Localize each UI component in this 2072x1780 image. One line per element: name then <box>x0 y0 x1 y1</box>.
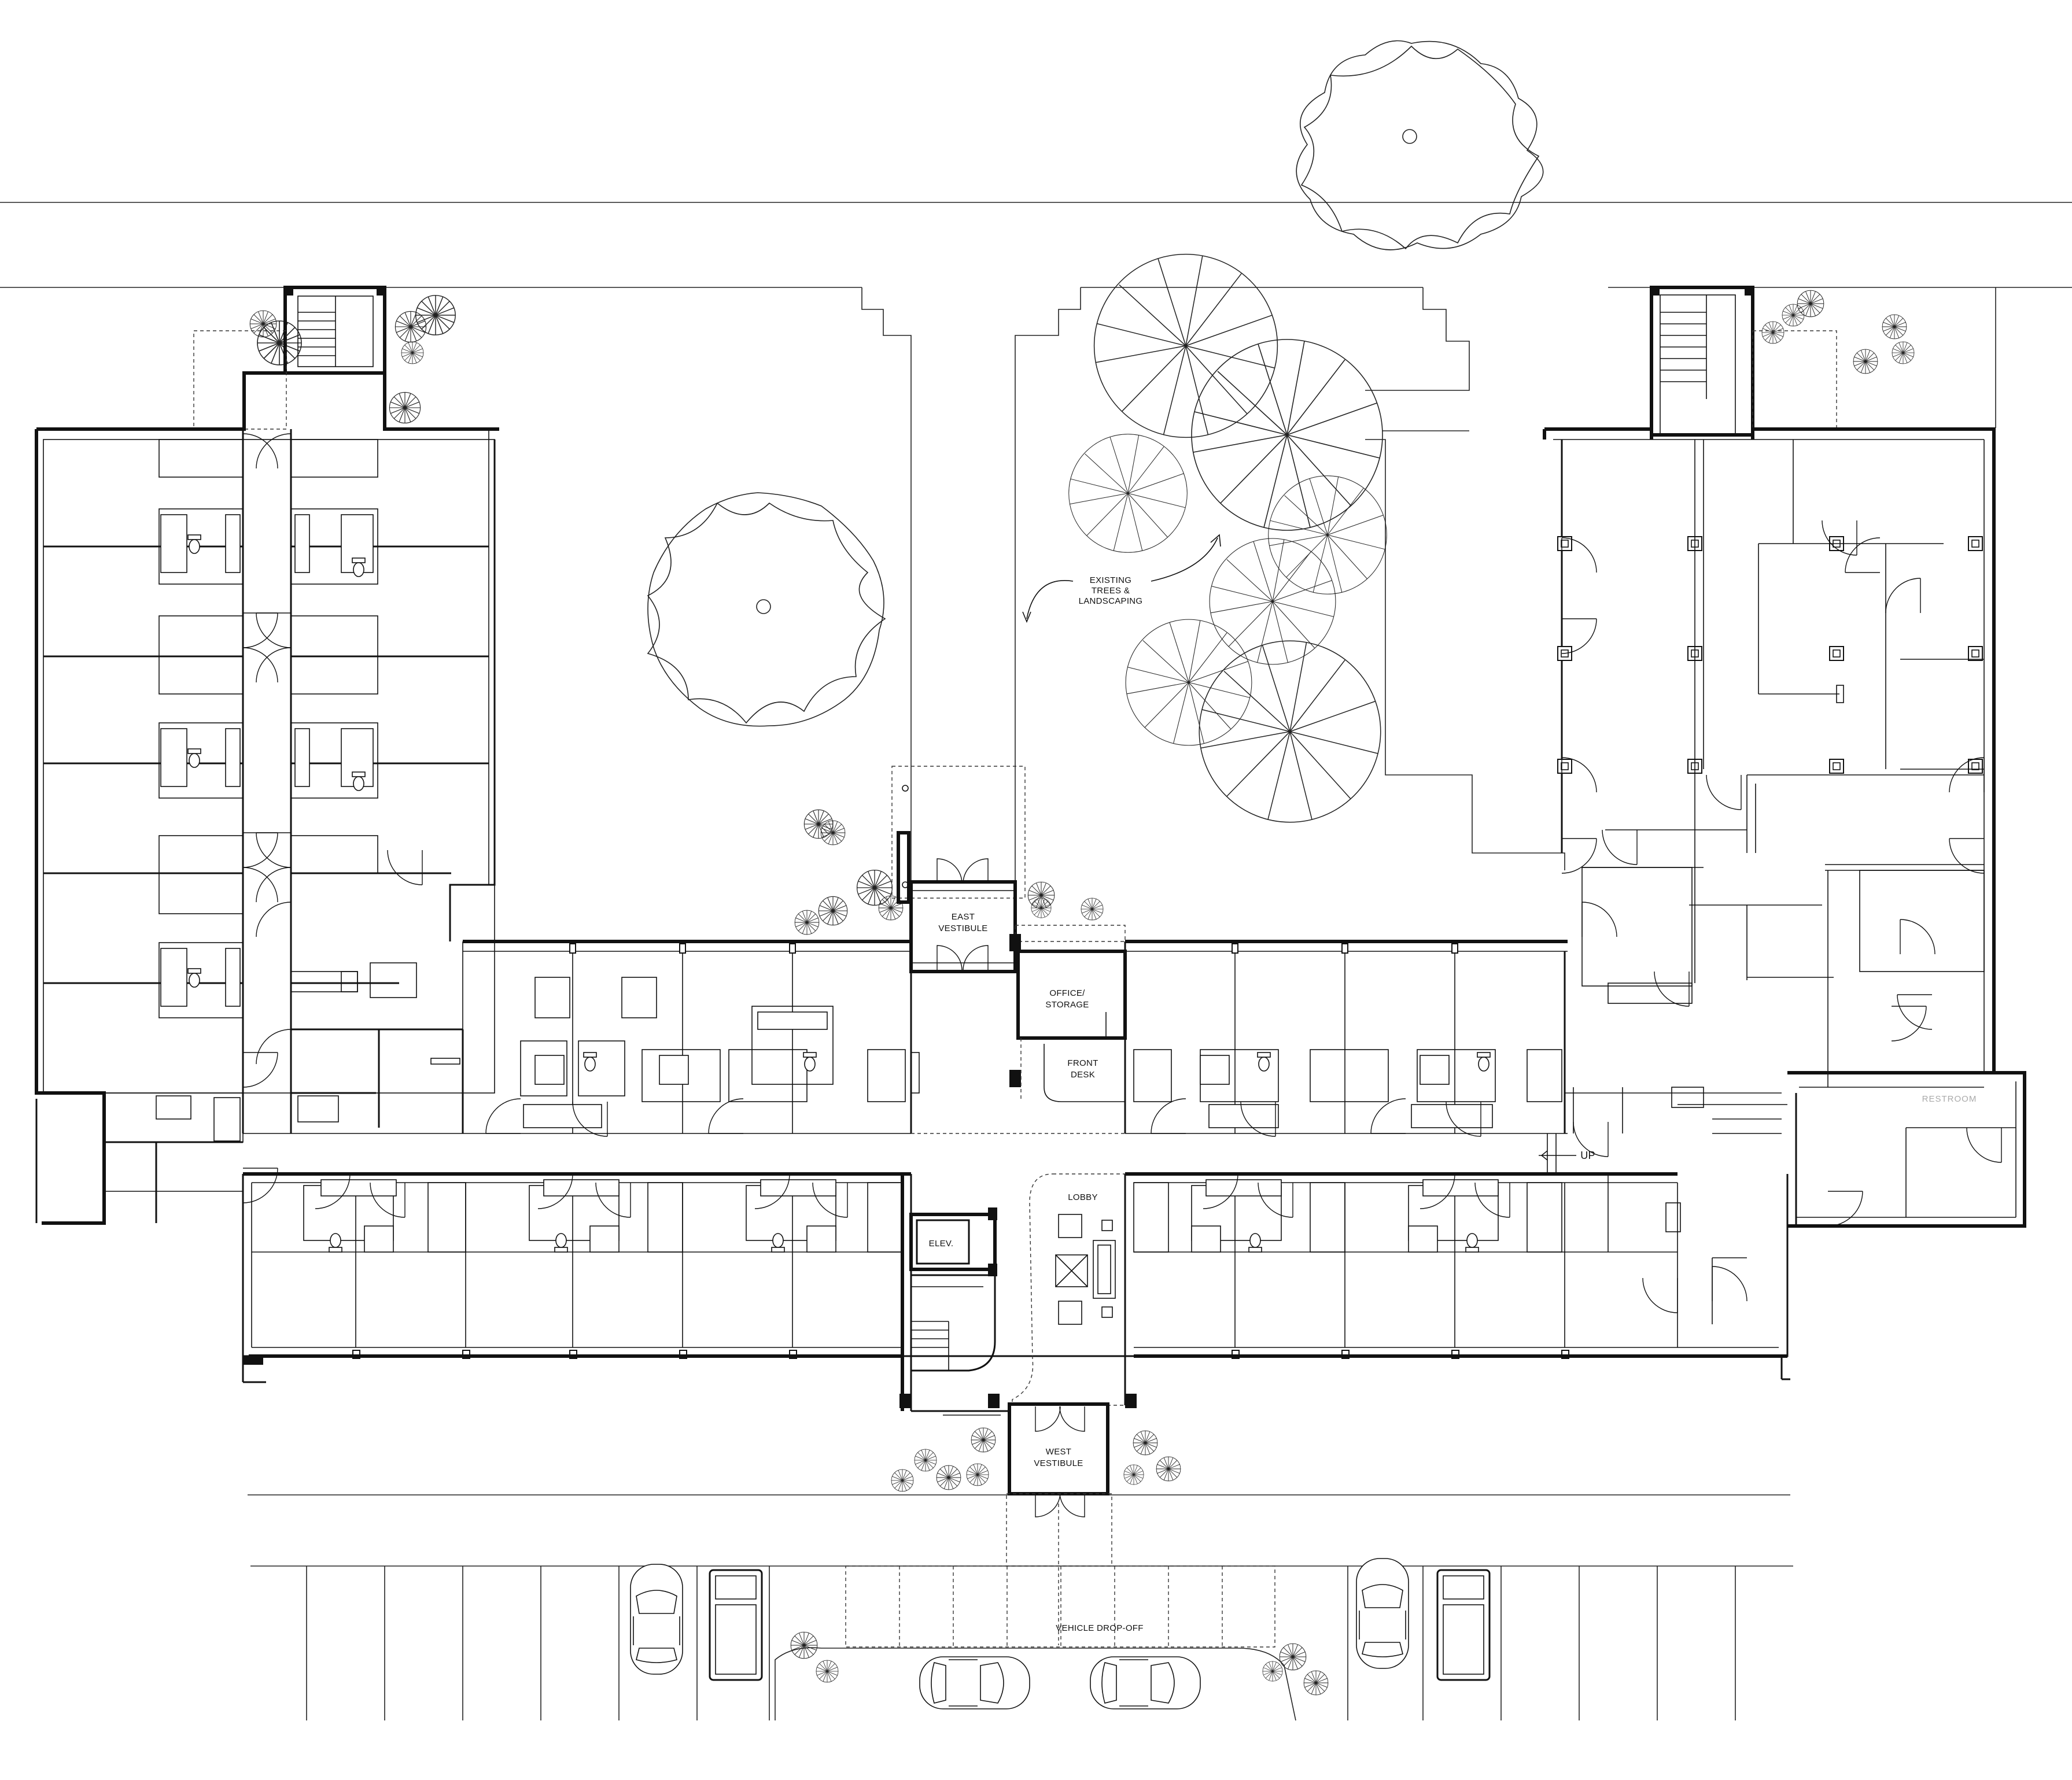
vehicles <box>630 1558 1491 1709</box>
svg-text:TREES &: TREES & <box>1092 586 1130 596</box>
existing-trees-note: EXISTING TREES & LANDSCAPING <box>1022 534 1221 623</box>
svg-text:VESTIBULE: VESTIBULE <box>1034 1458 1083 1468</box>
svg-text:LANDSCAPING: LANDSCAPING <box>1079 596 1143 606</box>
svg-text:VESTIBULE: VESTIBULE <box>938 924 987 933</box>
vehicle-drop-off-zone: VEHICLE DROP-OFF <box>845 1565 1275 1648</box>
west-vestibule-label: WEST <box>1046 1447 1072 1457</box>
stair-up-label: UP <box>1580 1150 1595 1161</box>
elevator-label: ELEV. <box>929 1239 954 1249</box>
svg-text:EXISTING: EXISTING <box>1090 575 1131 585</box>
car-icon <box>1090 1656 1201 1709</box>
west-lower-wing <box>242 1174 1790 1383</box>
car-icon <box>1356 1558 1409 1669</box>
south-bar <box>242 1133 1789 1359</box>
lobby-label: LOBBY <box>1068 1192 1098 1202</box>
van-icon <box>1436 1569 1491 1681</box>
central-core: EAST VESTIBULE OFFICE/ STORAGE FRONT DES… <box>891 766 1137 1645</box>
van-icon <box>709 1569 763 1681</box>
car-icon <box>630 1564 683 1675</box>
east-vestibule-label: EAST <box>952 912 975 922</box>
car-icon <box>919 1656 1030 1709</box>
north-central-bar <box>462 940 1568 1137</box>
restroom-label: RESTROOM <box>1922 1094 1977 1104</box>
office-storage-label: OFFICE/ <box>1049 988 1085 998</box>
trees <box>249 40 1915 1696</box>
svg-text:STORAGE: STORAGE <box>1045 1000 1089 1010</box>
front-desk-label: FRONT <box>1067 1058 1098 1068</box>
west-wing <box>35 286 499 1225</box>
east-wing: RESTROOM UP <box>1539 286 2026 1356</box>
vehicle-drop-off-label: VEHICLE DROP-OFF <box>1056 1623 1143 1633</box>
svg-text:DESK: DESK <box>1071 1070 1095 1080</box>
